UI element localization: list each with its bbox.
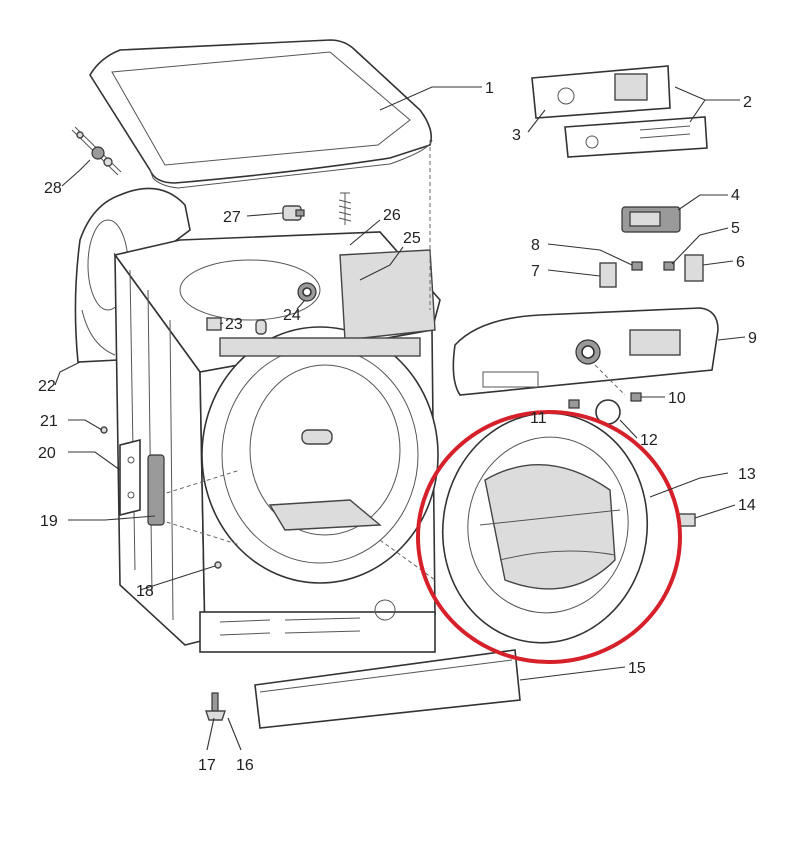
callout-28: 28 xyxy=(44,180,62,197)
callout-27: 27 xyxy=(223,209,241,226)
callout-24: 24 xyxy=(283,307,301,324)
callout-10: 10 xyxy=(668,390,686,407)
callout-19: 19 xyxy=(40,513,58,530)
part-door[interactable] xyxy=(428,400,662,656)
part-door-latch[interactable] xyxy=(678,513,696,527)
callout-7: 7 xyxy=(531,263,540,280)
callout-11: 11 xyxy=(530,410,547,427)
part-control-panel-board[interactable] xyxy=(531,65,708,158)
part-cabinet xyxy=(113,140,441,653)
callout-22: 22 xyxy=(38,378,56,395)
part-button-11[interactable] xyxy=(568,399,580,409)
callout-17: 17 xyxy=(198,757,216,774)
callout-6: 6 xyxy=(736,254,745,271)
callout-18: 18 xyxy=(136,583,154,600)
callout-1: 1 xyxy=(485,80,494,97)
highlight-circle xyxy=(416,410,682,664)
callout-20: 20 xyxy=(38,445,56,462)
part-kickplate[interactable] xyxy=(254,649,521,729)
part-buttons[interactable] xyxy=(599,254,704,288)
callout-25: 25 xyxy=(403,230,421,247)
callout-4: 4 xyxy=(731,187,740,204)
callout-12: 12 xyxy=(640,432,658,449)
part-screw-18[interactable] xyxy=(214,561,222,569)
part-hinge[interactable] xyxy=(119,438,165,526)
callout-13: 13 xyxy=(738,466,756,483)
callout-23: 23 xyxy=(225,316,243,333)
callout-8: 8 xyxy=(531,237,540,254)
part-button-10[interactable] xyxy=(630,392,642,402)
callout-2: 2 xyxy=(743,94,752,111)
callout-9: 9 xyxy=(748,330,757,347)
callout-14: 14 xyxy=(738,497,756,514)
part-foot[interactable] xyxy=(205,692,226,721)
callout-26: 26 xyxy=(383,207,401,224)
part-front-fascia[interactable] xyxy=(452,307,719,396)
part-23[interactable] xyxy=(206,317,267,335)
callout-5: 5 xyxy=(731,220,740,237)
part-drum-bearing[interactable] xyxy=(297,282,317,302)
callout-16: 16 xyxy=(236,757,254,774)
leader-lines xyxy=(54,86,746,751)
part-hose-assembly[interactable] xyxy=(71,126,122,176)
part-top-lid[interactable] xyxy=(89,39,433,189)
callout-3: 3 xyxy=(512,127,521,144)
callout-15: 15 xyxy=(628,660,646,677)
callout-labels: 1 2 3 4 5 6 7 8 9 10 11 12 13 14 15 16 1… xyxy=(38,80,757,774)
part-display[interactable] xyxy=(621,206,681,233)
part-27[interactable] xyxy=(282,205,305,221)
callout-21: 21 xyxy=(40,413,58,430)
part-spring[interactable] xyxy=(338,192,352,225)
